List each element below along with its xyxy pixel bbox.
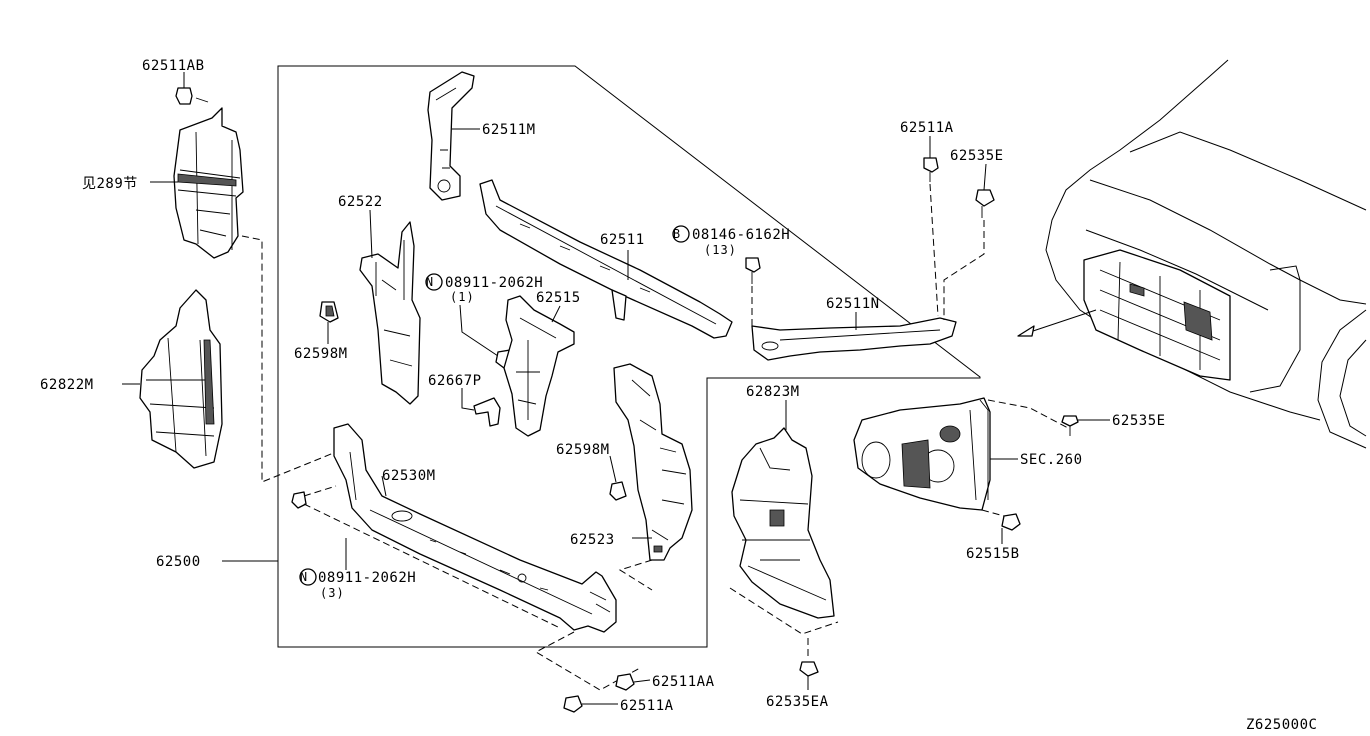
- circle-B: [672, 225, 690, 243]
- lower-support-62530M: [333, 423, 617, 633]
- air-guide-62822M: [139, 289, 223, 469]
- label-62667P: 62667P: [428, 373, 482, 389]
- label-62535E-right: 62535E: [1112, 413, 1166, 429]
- bracket-62511N: [751, 317, 957, 361]
- bolt-62511AA: [615, 673, 635, 691]
- label-62598M-right: 62598M: [556, 442, 610, 458]
- label-62598M-left: 62598M: [294, 346, 348, 362]
- clip-62598M-left: [319, 301, 339, 323]
- label-62511A-top: 62511A: [900, 120, 954, 136]
- label-62515B: 62515B: [966, 546, 1020, 562]
- label-62511M: 62511M: [482, 122, 536, 138]
- label-nut-08911-1-qty: (1): [450, 290, 475, 304]
- label-62535E-top: 62535E: [950, 148, 1004, 164]
- bolt-62511A-bottom: [563, 695, 583, 713]
- dash-nut-3-a: [303, 485, 337, 497]
- label-62511AB: 62511AB: [142, 58, 205, 74]
- label-62530M: 62530M: [382, 468, 436, 484]
- direction-arrow: [1017, 309, 1097, 337]
- clip-62535E-top: [975, 189, 995, 218]
- label-62511AA: 62511AA: [652, 674, 715, 690]
- dash-washer-to-radiator: [241, 235, 337, 483]
- label-nut-08911-3: 08911-2062H: [318, 570, 416, 586]
- leader-62522: [369, 209, 373, 259]
- bracket-62511M: [427, 71, 475, 201]
- label-62515: 62515: [536, 290, 581, 306]
- leader-62535E-top: [983, 163, 987, 191]
- clip-62535E-right: [1061, 415, 1079, 436]
- clip-62535EA: [799, 661, 819, 677]
- vehicle-front-outline: [1045, 59, 1367, 449]
- screw-62511AB: [175, 87, 209, 105]
- label-62500: 62500: [156, 554, 201, 570]
- side-member-62523: [613, 363, 693, 561]
- leader-nut-1: [459, 304, 499, 357]
- dash-headlamp-top: [987, 399, 1069, 429]
- headlamp-sec260: [853, 397, 991, 511]
- upper-support-62511: [479, 179, 733, 339]
- label-sec260: SEC.260: [1020, 452, 1083, 468]
- circle-B-letter: B: [673, 227, 681, 241]
- bracket-62667P: [473, 397, 501, 427]
- bolt-08146: [745, 257, 761, 284]
- bracket-62515: [503, 295, 575, 437]
- label-62523: 62523: [570, 532, 615, 548]
- label-289: 见289节: [82, 176, 138, 192]
- dash-62823M-bottom: [729, 587, 839, 635]
- dash-62523-bottom: [618, 559, 653, 591]
- circle-N1-letter: N: [426, 275, 434, 289]
- clip-62598M-right: [609, 481, 627, 501]
- bolt-62511A-top: [923, 157, 939, 182]
- dash-bottom-bolts: [534, 631, 641, 691]
- dash-62515B: [981, 509, 1005, 517]
- label-62535EA: 62535EA: [766, 694, 829, 710]
- circle-N-3: [299, 568, 317, 586]
- label-62511N: 62511N: [826, 296, 880, 312]
- label-62522: 62522: [338, 194, 383, 210]
- label-nut-08911-1: 08911-2062H: [445, 275, 543, 291]
- label-62511A-bottom: 62511A: [620, 698, 674, 714]
- bolt-62515B: [1001, 513, 1021, 531]
- dash-62511A-top: [929, 183, 939, 317]
- washer-tank-part: [173, 107, 244, 259]
- nut-part-3: [291, 491, 307, 509]
- dash-nut-3-b: [303, 503, 561, 629]
- side-member-62522: [359, 221, 421, 405]
- label-bolt-08146: 08146-6162H: [692, 227, 790, 243]
- label-bolt-08146-qty: (13): [704, 243, 737, 257]
- circle-N-1: [425, 273, 443, 291]
- leader-62598M-right: [609, 455, 617, 483]
- label-nut-08911-3-qty: (3): [320, 586, 345, 600]
- label-62511: 62511: [600, 232, 645, 248]
- assembly-boundary: [277, 65, 981, 648]
- label-62822M: 62822M: [40, 377, 94, 393]
- dash-62535E-top: [943, 220, 985, 320]
- leader-62511AA: [633, 679, 651, 683]
- label-62823M: 62823M: [746, 384, 800, 400]
- leader-62515: [551, 305, 561, 323]
- diagram-id: Z625000C: [1246, 717, 1317, 733]
- circle-N3-letter: N: [300, 570, 308, 584]
- air-guide-62823M: [731, 427, 835, 619]
- leader-62667P: [461, 388, 475, 411]
- leader-62530M: [381, 475, 387, 497]
